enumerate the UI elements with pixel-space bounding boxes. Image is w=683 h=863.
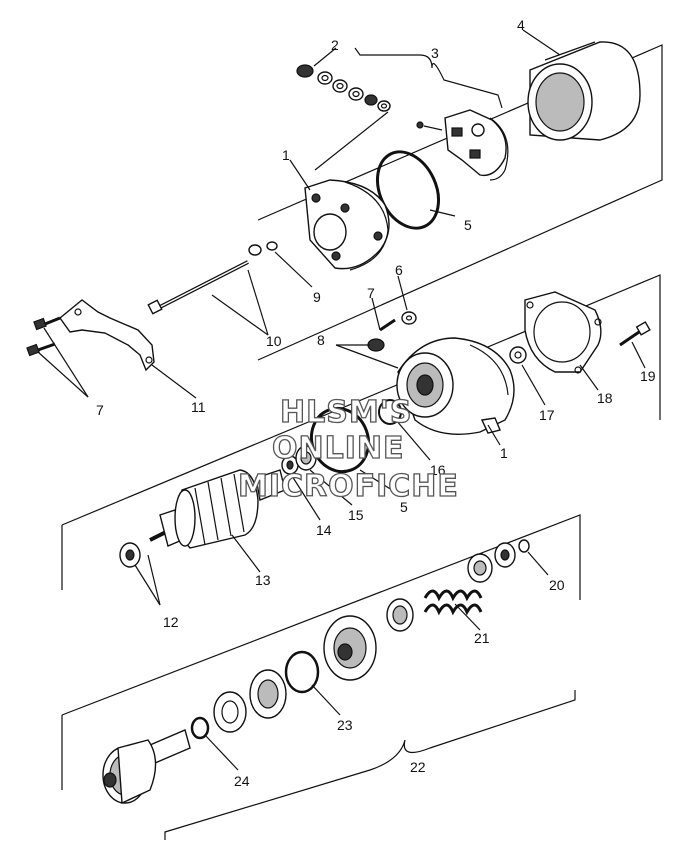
- washers-14-15: [281, 445, 317, 475]
- callout-19: 19: [640, 368, 656, 384]
- end-cover-1-upper: [304, 179, 390, 271]
- pinion-shaft-22: [102, 729, 191, 805]
- spring-21: [386, 589, 483, 632]
- callout-1-upper: 1: [282, 147, 290, 163]
- callout-15: 15: [348, 507, 364, 523]
- callout-24: 24: [234, 773, 250, 789]
- watermark-line-2: ONLINE: [272, 431, 405, 466]
- bolt-19: [619, 321, 651, 347]
- clutch-parts-20: [467, 539, 530, 583]
- callout-17: 17: [539, 407, 555, 423]
- callout-16: 16: [430, 462, 446, 478]
- washer-17-hole: [514, 351, 522, 359]
- callout-7-left: 7: [96, 402, 104, 418]
- through-bolt-10: [147, 260, 249, 315]
- callout-11: 11: [191, 399, 206, 415]
- washers-24: [190, 691, 247, 740]
- callout-7-right: 7: [367, 285, 375, 301]
- gasket-18: [524, 291, 602, 374]
- callout-5-upper: 5: [464, 217, 472, 233]
- brush-holder-3: [416, 109, 509, 181]
- terminal-hardware-6-7-8: [367, 311, 417, 352]
- washer-17: [509, 346, 527, 364]
- callout-10: 10: [266, 333, 282, 349]
- callout-22: 22: [410, 759, 426, 775]
- watermark-line-3: MICROFICHE: [238, 469, 459, 504]
- bracket-3: [354, 47, 503, 109]
- washer-stack-2-3: [296, 64, 391, 112]
- watermark-line-1: HLSM'S: [280, 395, 412, 430]
- bracket-22: [164, 690, 576, 840]
- yoke-housing-4: [527, 41, 641, 141]
- callout-2: 2: [331, 37, 339, 53]
- callout-5-lower: 5: [400, 499, 408, 515]
- callout-3: 3: [431, 45, 439, 61]
- callout-13: 13: [255, 572, 271, 588]
- front-housing-1-lower: [396, 337, 515, 435]
- callout-23: 23: [337, 717, 353, 733]
- gear-assembly-23: [249, 615, 377, 719]
- callout-14: 14: [316, 522, 332, 538]
- callout-8: 8: [317, 332, 325, 348]
- bolts-7-left: [26, 316, 61, 357]
- callout-6: 6: [395, 262, 403, 278]
- callout-labels: 2 3 4 1 5 6 9 7 8 10 11 7 19 17 18 1 16 …: [96, 17, 656, 789]
- armature-13: [149, 469, 286, 549]
- bearing-12: [119, 542, 141, 568]
- o-ring-16: [378, 399, 402, 425]
- washer-10: [248, 244, 262, 256]
- mounting-bracket-11: [59, 299, 155, 372]
- leader-lines: [37, 29, 646, 771]
- callout-18: 18: [597, 390, 613, 406]
- callout-4: 4: [517, 17, 525, 33]
- callout-9: 9: [313, 289, 321, 305]
- callout-21: 21: [474, 630, 490, 646]
- washer-9: [266, 241, 278, 251]
- watermark: HLSM'S ONLINE MICROFICHE: [237, 394, 459, 504]
- callout-20: 20: [549, 577, 565, 593]
- callout-12: 12: [163, 614, 179, 630]
- callout-1-lower: 1: [500, 445, 508, 461]
